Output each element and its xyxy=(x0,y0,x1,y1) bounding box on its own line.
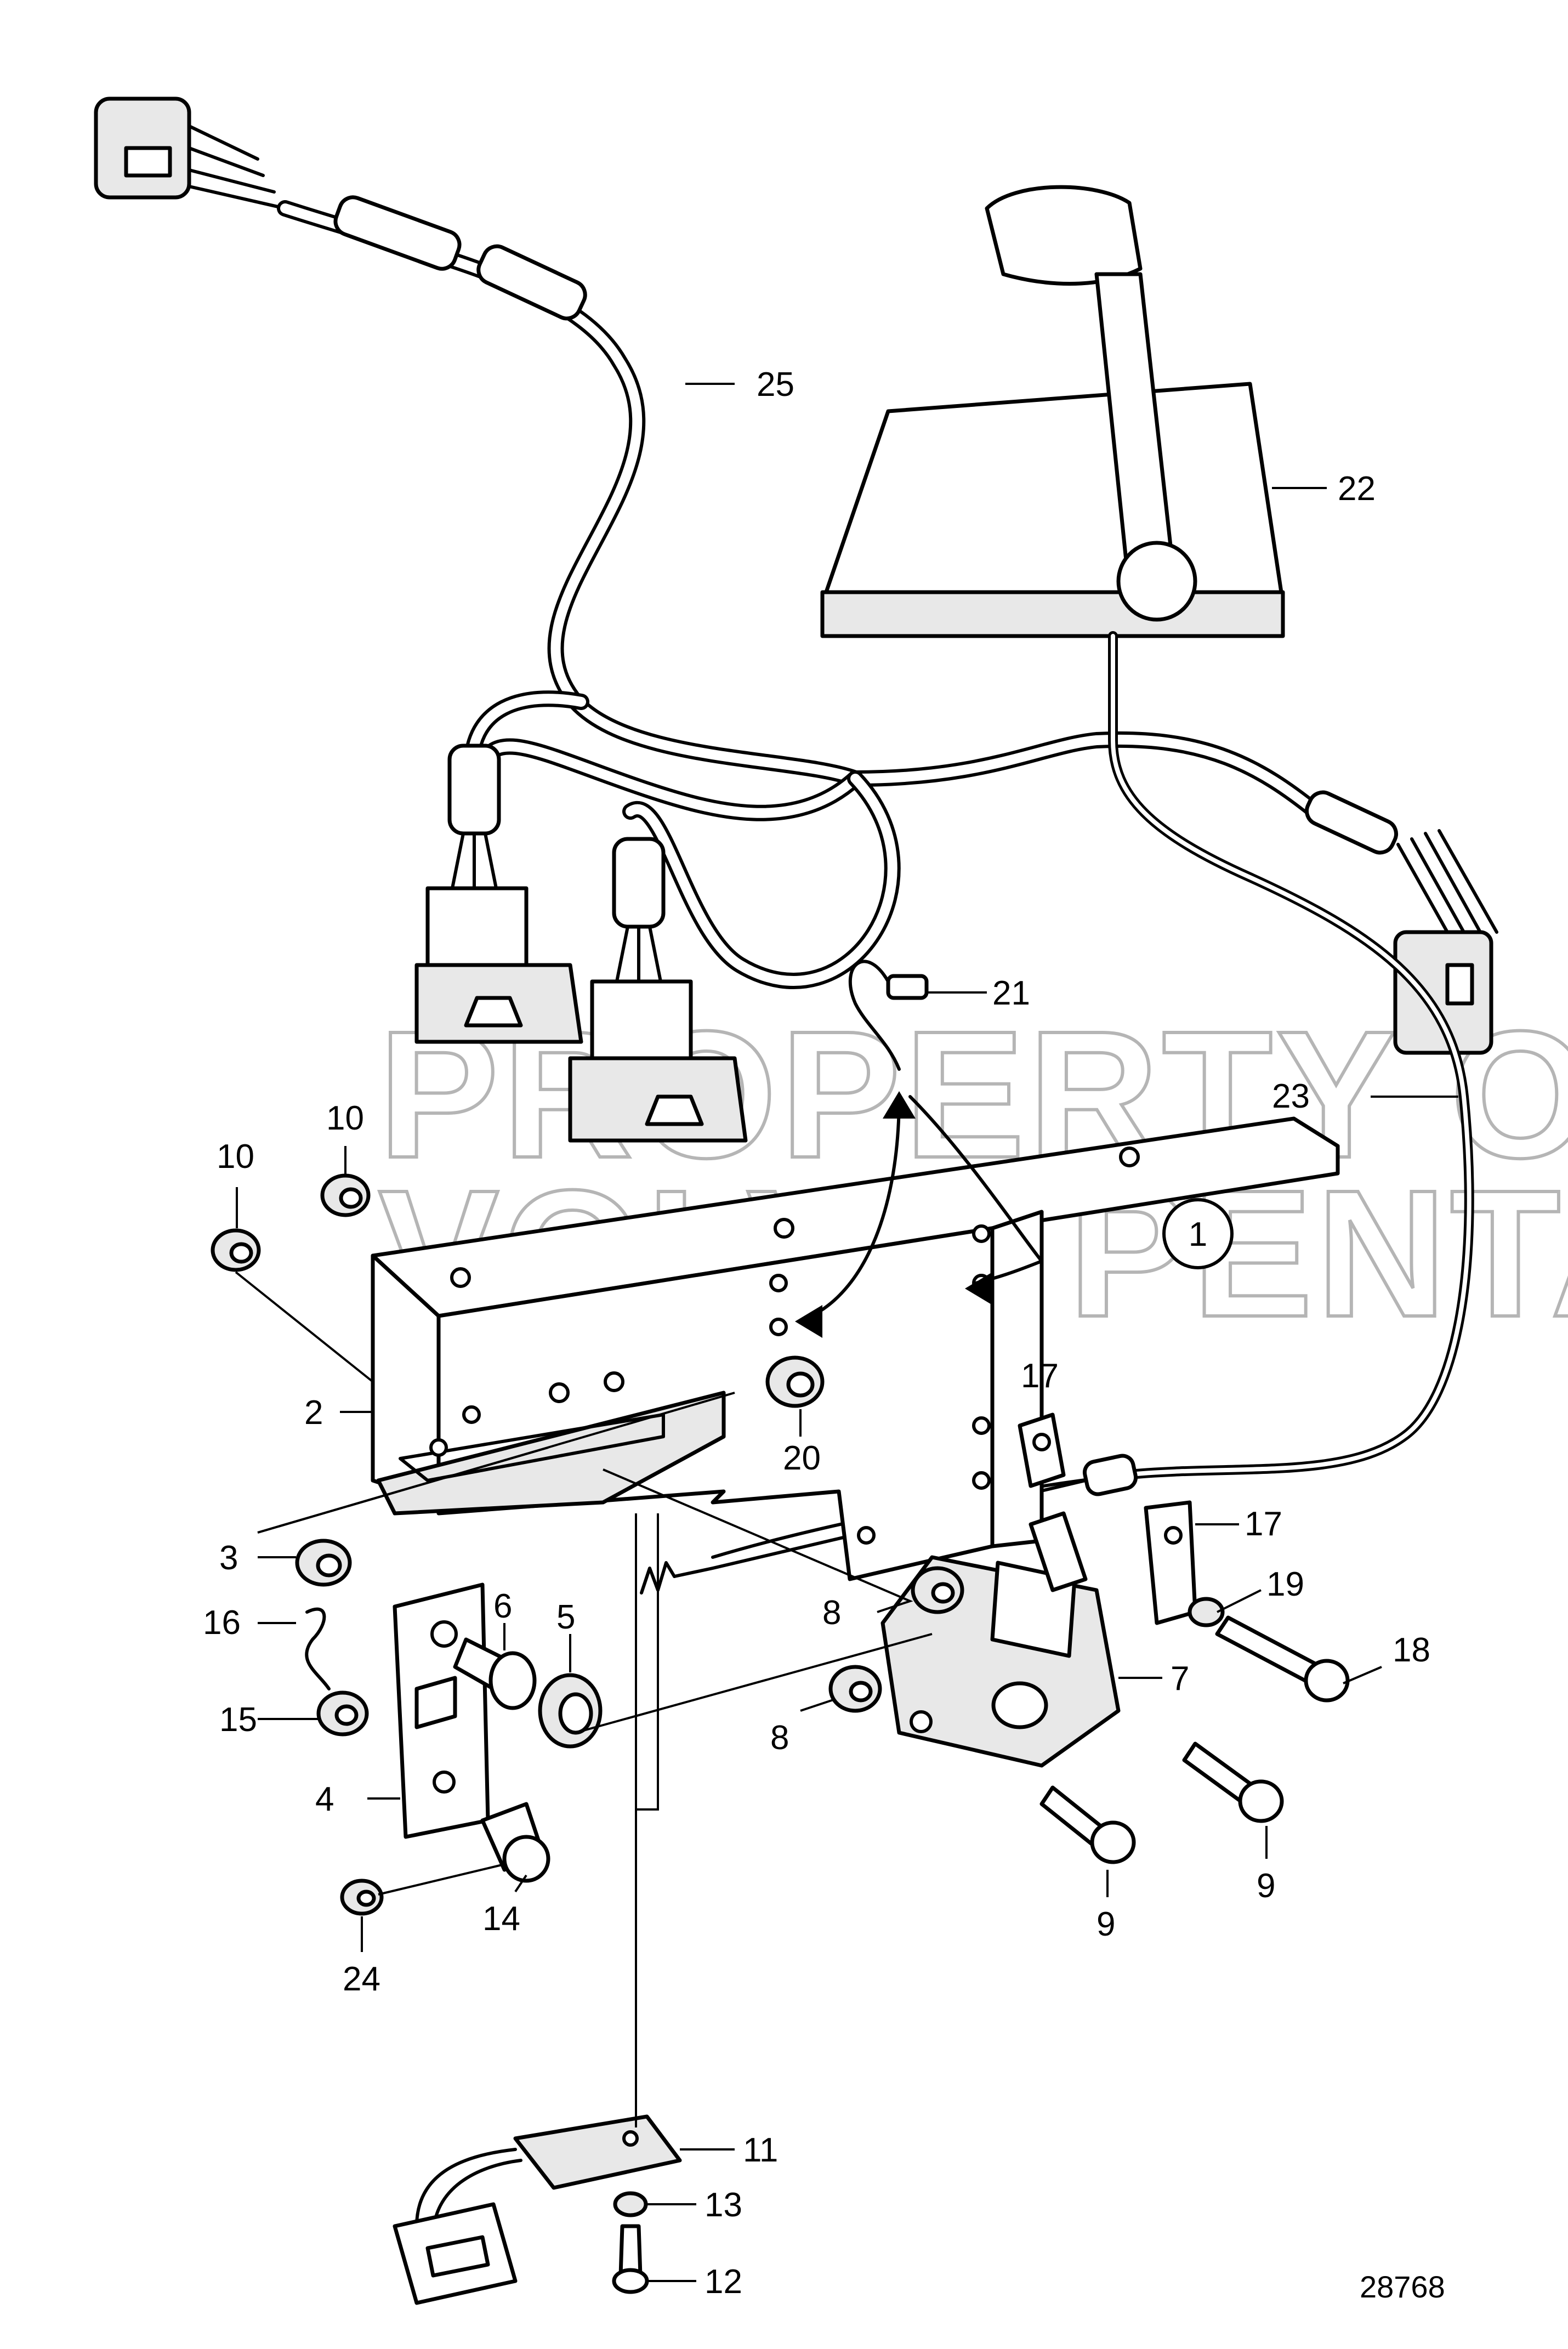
nuts xyxy=(211,1173,825,1916)
callout-13: 13 xyxy=(705,2186,742,2224)
bushing-5 xyxy=(538,1673,603,1749)
clamp-17-upper xyxy=(1018,1412,1066,1488)
washer-19 xyxy=(1188,1597,1225,1627)
callout-22: 22 xyxy=(1338,470,1376,508)
nut-10-right xyxy=(320,1173,371,1217)
callout-16: 16 xyxy=(203,1604,241,1642)
clamp-plate xyxy=(1029,1511,1088,1592)
callout-21: 21 xyxy=(992,974,1030,1012)
nut-10-left xyxy=(211,1228,261,1272)
group-marker-label: 1 xyxy=(1189,1216,1207,1253)
callout-12: 12 xyxy=(705,2263,742,2301)
callout-14: 14 xyxy=(482,1900,520,1938)
lever-plate-4 xyxy=(393,1582,490,1839)
callout-18: 18 xyxy=(1393,1631,1430,1669)
clip-16 xyxy=(305,1607,331,1690)
screw-12 xyxy=(612,2224,649,2294)
callout-17-lower: 17 xyxy=(1245,1505,1282,1543)
callout-24: 24 xyxy=(343,1960,380,1998)
nut-24 xyxy=(340,1879,384,1916)
leader-lines xyxy=(235,383,1458,2282)
spacer-8-lower xyxy=(828,1665,882,1713)
callout-8-upper: 8 xyxy=(822,1594,841,1632)
washer-15 xyxy=(316,1690,369,1737)
callout-25: 25 xyxy=(757,366,794,404)
throttle-cable-23 xyxy=(640,631,1474,1595)
callout-2: 2 xyxy=(304,1394,323,1432)
control-lever-22 xyxy=(711,185,1471,1559)
callout-15: 15 xyxy=(219,1701,257,1739)
callout-6: 6 xyxy=(493,1587,512,1625)
nut-20 xyxy=(765,1355,825,1408)
callout-10-left: 10 xyxy=(217,1138,254,1176)
callout-17-upper: 17 xyxy=(1021,1357,1059,1395)
screw-18 xyxy=(1215,1615,1350,1703)
drawing-reference-number: 28768 xyxy=(1360,2269,1445,2304)
pin-6 xyxy=(453,1637,537,1710)
spacer-8-upper xyxy=(911,1566,964,1614)
callout-23: 23 xyxy=(1272,1077,1310,1115)
callout-5: 5 xyxy=(556,1598,575,1636)
wiring-harness-25 xyxy=(94,97,1498,1143)
ball-joint-14 xyxy=(480,1802,550,1883)
assembly-arrows: 1 xyxy=(795,1091,1234,1338)
callout-8-lower: 8 xyxy=(770,1719,789,1757)
callout-9-right: 9 xyxy=(1257,1867,1275,1905)
callouts: 25 22 21 23 10 10 2 20 17 17 19 18 3 6 5… xyxy=(203,366,1430,2301)
sensor-board-11 xyxy=(393,2114,682,2305)
screw-9-left xyxy=(1039,1785,1136,1864)
callout-9-left: 9 xyxy=(1097,1905,1115,1943)
washer-13 xyxy=(613,2191,648,2217)
callout-20: 20 xyxy=(783,1439,821,1477)
screw-9-right xyxy=(1182,1741,1284,1823)
callout-10-right: 10 xyxy=(326,1099,364,1137)
clamp-17-lower xyxy=(1144,1500,1197,1625)
callout-11: 11 xyxy=(743,2131,778,2169)
cable-tie-21 xyxy=(848,960,929,1071)
washer-3 xyxy=(295,1539,352,1587)
callout-7: 7 xyxy=(1171,1660,1189,1698)
callout-4: 4 xyxy=(315,1780,334,1818)
callout-3: 3 xyxy=(219,1539,238,1577)
callout-19: 19 xyxy=(1266,1565,1304,1603)
